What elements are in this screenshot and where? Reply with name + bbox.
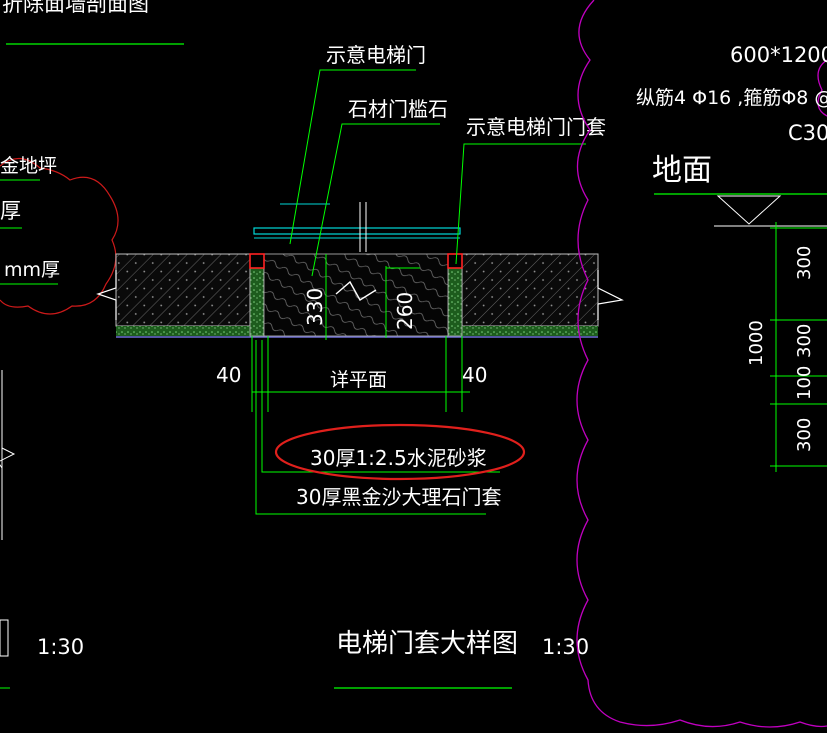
leader-stone-sill [311, 123, 440, 277]
detail-scale: 1:30 [542, 635, 589, 659]
left-title-partial-char [0, 619, 9, 657]
left-red-revision-cloud [0, 157, 119, 315]
sill-break-symbol [335, 280, 377, 301]
left-scale: 1:30 [37, 635, 84, 659]
leader-mortar [261, 340, 500, 473]
dim-330-text: 330 [303, 288, 327, 326]
concrete-grade: C30 [788, 121, 827, 145]
note-marble-frame: 30厚黑金沙大理石门套 [296, 485, 501, 509]
leader-door-frame [455, 143, 586, 265]
leader-marble [255, 340, 486, 515]
column-size: 600*1200 [730, 43, 827, 67]
left-floor-slab [115, 253, 251, 327]
rebar-spec: 纵筋4 Φ16 ,箍筋Φ8 @ [636, 87, 827, 109]
left-floor-label: 金地坪 [0, 155, 57, 177]
left-drawing-title: 折除面墙剖面图 [2, 0, 149, 16]
left-fragment: 折除面墙剖面图 金地坪 厚 mm厚 1:30 [0, 0, 184, 689]
right-break-symbol [597, 270, 624, 320]
dim-100: 100 [794, 366, 815, 400]
label-stone-sill: 石材门槛石 [348, 97, 448, 121]
left-frame-marker [249, 253, 265, 269]
right-cloud-edge [817, 59, 827, 117]
right-mortar-layer [454, 326, 598, 336]
detail-title: 电梯门套大样图 [336, 629, 518, 659]
left-mortar-layer [116, 326, 260, 336]
left-frame-marble [249, 267, 265, 337]
dim-see-plan: 详平面 [330, 369, 387, 391]
elevator-door-panel [253, 227, 461, 235]
left-break-symbol [96, 270, 117, 320]
dim-300-c: 300 [794, 418, 815, 452]
dim-260-text: 260 [393, 292, 417, 330]
right-frame-marble [447, 267, 463, 337]
label-door-frame: 示意电梯门门套 [466, 115, 606, 139]
right-frame-marker [447, 253, 463, 269]
right-fragment: 600*1200 纵筋4 Φ16 ,箍筋Φ8 @ C30 地面 1000 300… [576, 0, 827, 728]
dim-300-a: 300 [794, 246, 815, 280]
dim-left-40: 40 [216, 363, 241, 387]
label-elevator-door: 示意电梯门 [326, 43, 426, 67]
highlight-ellipse [274, 423, 526, 481]
leader-elevator-door [289, 69, 416, 245]
left-mm-label: mm厚 [4, 259, 60, 281]
right-magenta-revision-cloud [576, 0, 827, 728]
left-break-zigzag [0, 447, 16, 469]
dim-total-1000: 1000 [746, 320, 767, 366]
dim-300-b: 300 [794, 324, 815, 358]
stone-sill [263, 253, 449, 337]
elevation-marker [716, 195, 782, 225]
dim-right-40: 40 [462, 363, 487, 387]
left-thickness-label: 厚 [0, 199, 21, 223]
elevator-door-detail: 330 260 示意电梯门 石材门槛石 示意电梯门门套 40 40 详平面 30… [96, 43, 624, 689]
note-mortar: 30厚1:2.5水泥砂浆 [310, 446, 487, 470]
right-floor-slab [461, 253, 599, 327]
ground-label: 地面 [652, 153, 712, 188]
